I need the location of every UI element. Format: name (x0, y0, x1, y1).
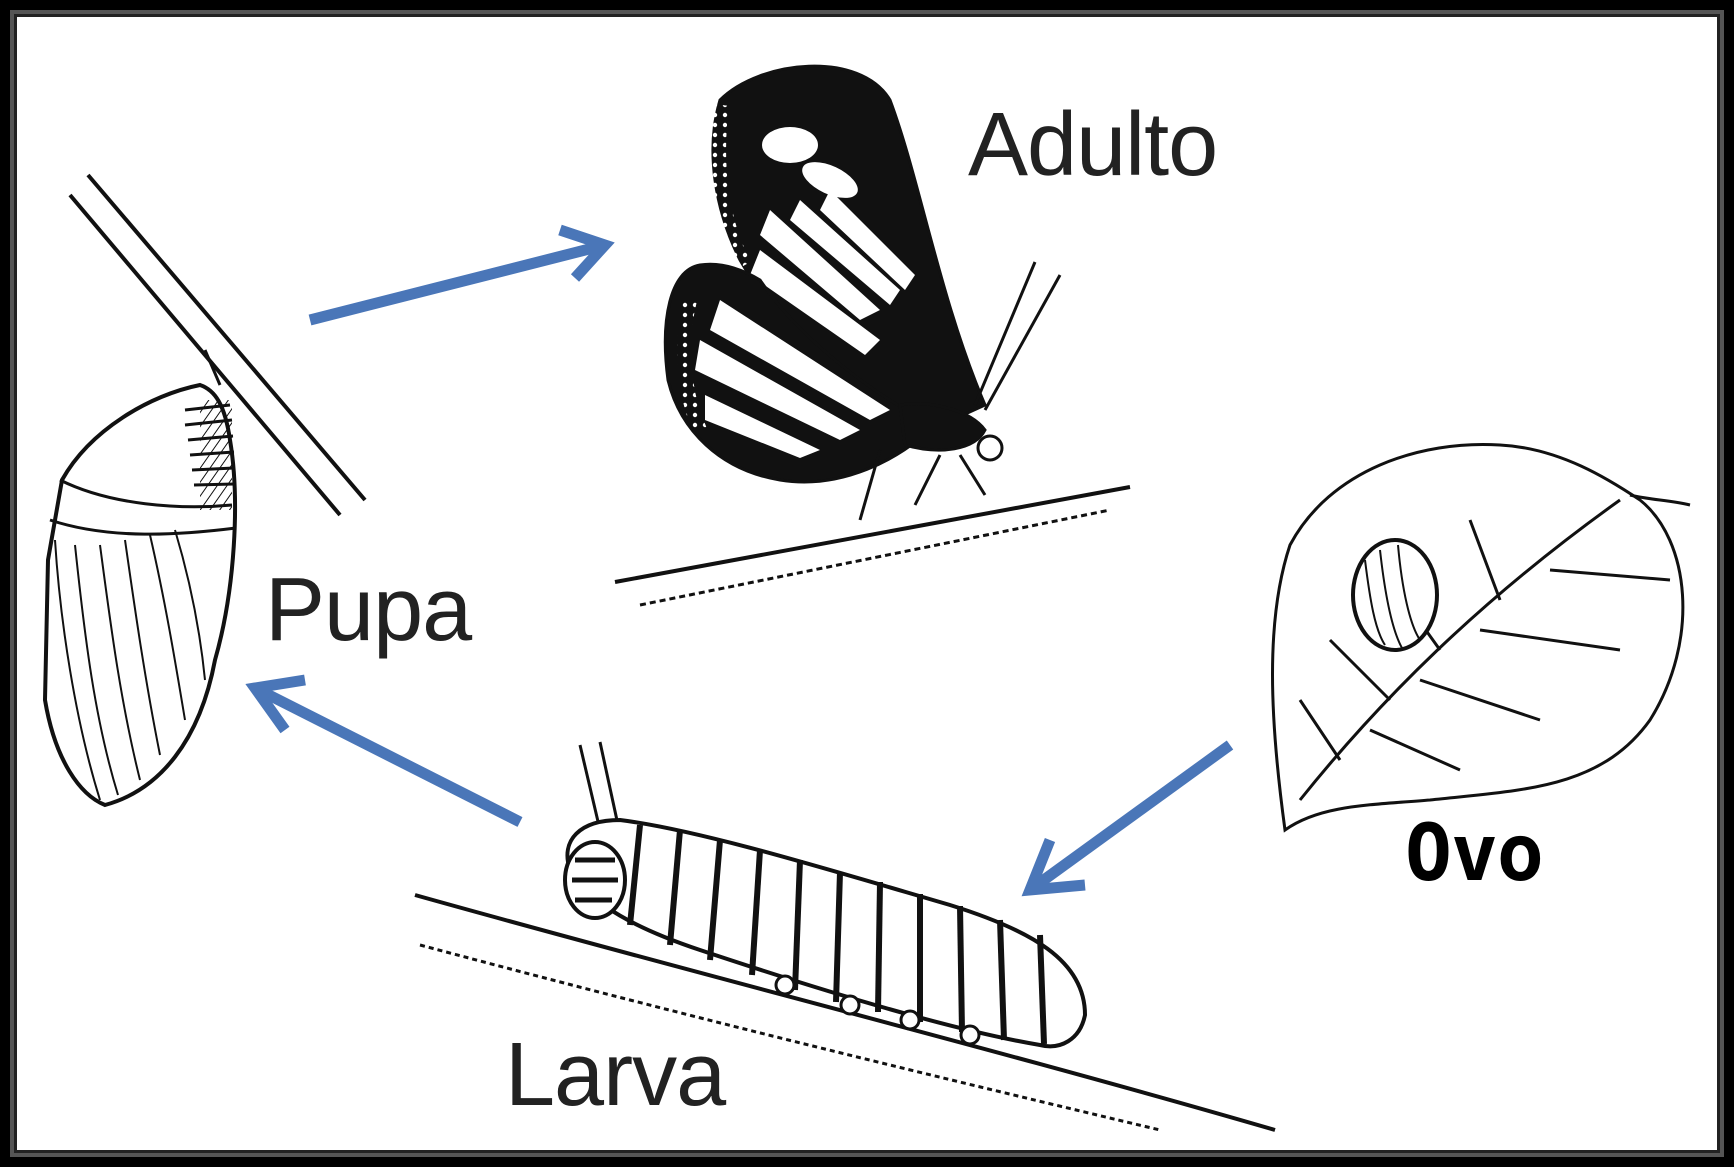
arrow-egg-to-larva (1030, 745, 1230, 890)
label-egg: Ovo (1405, 815, 1543, 893)
chrysalis-icon (45, 175, 365, 805)
arrow-larva-to-pupa (255, 680, 520, 822)
arrow-pupa-to-adult (310, 230, 605, 320)
label-pupa: Pupa (265, 565, 471, 655)
label-adult: Adulto (968, 100, 1217, 190)
label-larva: Larva (505, 1030, 725, 1120)
egg-on-leaf-icon (1273, 444, 1691, 830)
